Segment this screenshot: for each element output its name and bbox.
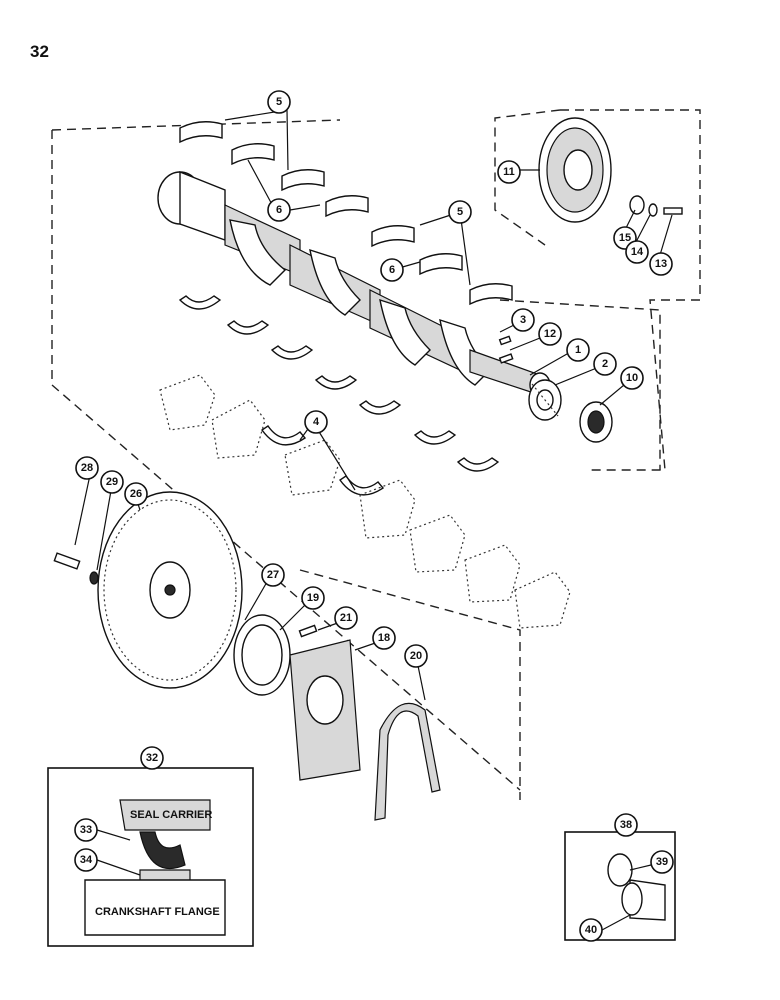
damper-group-boundary: [494, 109, 561, 246]
svg-text:12: 12: [544, 328, 556, 340]
svg-text:21: 21: [340, 612, 352, 624]
svg-text:4: 4: [313, 416, 320, 428]
svg-text:39: 39: [656, 856, 668, 868]
flywheel-group-boundary: [299, 569, 521, 800]
callout-10: 10: [620, 366, 644, 390]
upper-bearing-shells: [179, 121, 513, 306]
callout-18: 18: [372, 626, 396, 650]
callout-13: 13: [649, 252, 673, 276]
svg-text:33: 33: [80, 824, 92, 836]
svg-text:5: 5: [276, 96, 282, 108]
callout-11: 11: [497, 160, 521, 184]
callout-12: 12: [538, 322, 562, 346]
callout-39: 39: [650, 850, 674, 874]
crankshaft-group-boundary: [51, 109, 701, 791]
svg-text:38: 38: [620, 819, 632, 831]
callout-5b: 5: [448, 200, 472, 224]
callout-34: 34: [74, 848, 98, 872]
svg-text:14: 14: [631, 246, 644, 258]
inset-leaders: [96, 829, 652, 931]
callout-21: 21: [334, 606, 358, 630]
leader-lines: [74, 109, 673, 701]
rear-seal-carrier: [289, 639, 361, 781]
damper-bolt-hardware: [629, 195, 683, 217]
svg-text:19: 19: [307, 592, 319, 604]
callout-26: 26: [124, 482, 148, 506]
thrust-washers: [261, 425, 385, 496]
lower-bearing-shells: [178, 295, 500, 472]
callout-1: 1: [566, 338, 590, 362]
seal-carrier-label: SEAL CARRIER: [130, 809, 212, 821]
svg-text:29: 29: [106, 476, 118, 488]
svg-text:2: 2: [602, 358, 608, 370]
crankshaft-key-and-pin: [498, 335, 514, 364]
callout-27: 27: [261, 563, 285, 587]
svg-text:32: 32: [146, 752, 158, 764]
front-oil-seal: [579, 401, 613, 443]
callout-28: 28: [75, 456, 99, 480]
callout-3: 3: [511, 308, 535, 332]
crankshaft: [157, 170, 551, 398]
svg-text:6: 6: [276, 204, 282, 216]
vibration-damper: [538, 117, 612, 223]
flywheel: [97, 491, 243, 689]
svg-text:11: 11: [503, 166, 515, 178]
callout-19: 19: [301, 586, 325, 610]
callout-38: 38: [614, 813, 638, 837]
svg-text:26: 26: [130, 488, 142, 500]
callout-40: 40: [579, 918, 603, 942]
svg-text:1: 1: [575, 344, 581, 356]
rear-oil-seal: [233, 614, 291, 696]
callout-33: 33: [74, 818, 98, 842]
flywheel-bolt-and-washer: [53, 552, 99, 585]
svg-text:3: 3: [520, 314, 526, 326]
svg-text:27: 27: [267, 569, 279, 581]
main-bearing-caps: [159, 374, 571, 629]
callout-29: 29: [100, 470, 124, 494]
svg-text:10: 10: [626, 372, 638, 384]
svg-text:34: 34: [80, 854, 93, 866]
svg-text:28: 28: [81, 462, 93, 474]
callout-5a: 5: [267, 90, 291, 114]
svg-text:40: 40: [585, 924, 597, 936]
callout-6b: 6: [380, 258, 404, 282]
svg-text:5: 5: [457, 206, 463, 218]
callout-2: 2: [593, 352, 617, 376]
svg-text:13: 13: [655, 258, 667, 270]
rear-gasket: [374, 702, 441, 821]
callout-20: 20: [404, 644, 428, 668]
page-number: 32: [30, 42, 49, 61]
callout-32: 32: [140, 746, 164, 770]
svg-text:15: 15: [619, 232, 631, 244]
svg-text:20: 20: [410, 650, 422, 662]
svg-text:18: 18: [378, 632, 390, 644]
crankshaft-group-boundary-right: [499, 299, 661, 470]
callout-6a: 6: [267, 198, 291, 222]
carrier-bolt: [298, 624, 318, 638]
svg-text:6: 6: [389, 264, 395, 276]
crankshaft-flange-label: CRANKSHAFT FLANGE: [95, 906, 220, 918]
callout-4: 4: [304, 410, 328, 434]
callout-14: 14: [625, 240, 649, 264]
crankshaft-gear: [528, 379, 562, 421]
